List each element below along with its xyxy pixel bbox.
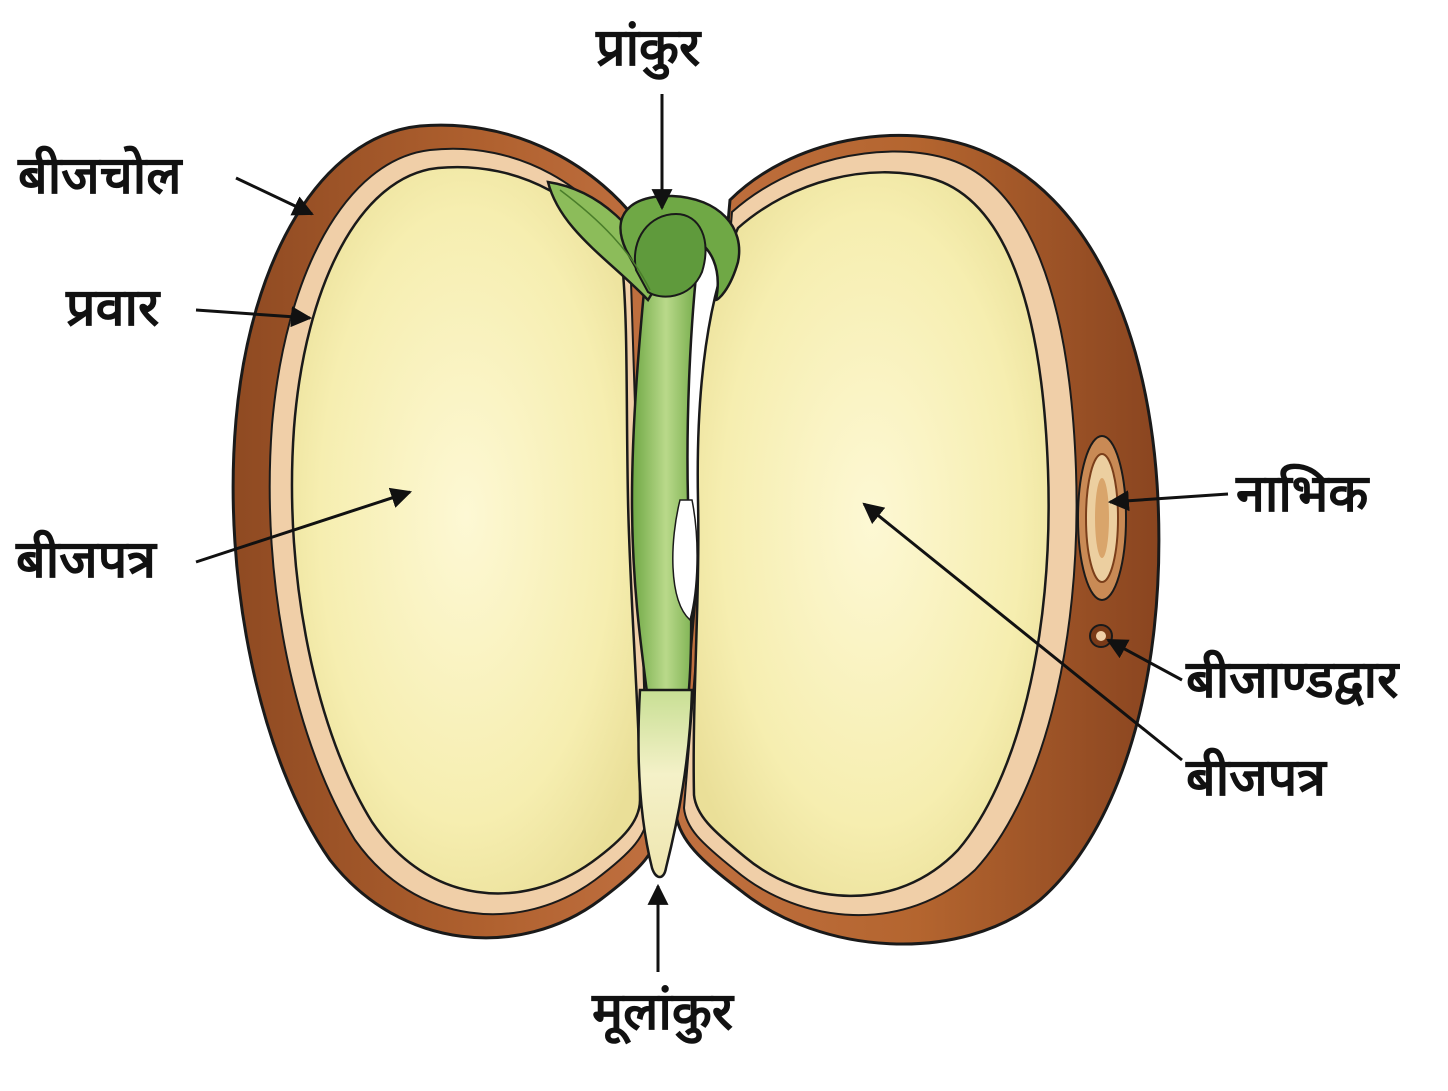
label-cotyledon-left: बीजपत्र [16, 530, 156, 590]
arrow-seed-coat [235, 176, 314, 216]
label-tegmen: प्रवार [66, 278, 160, 338]
label-cotyledon-right: बीजपत्र [1186, 748, 1326, 808]
embryo-axis [630, 238, 702, 702]
left-cotyledon [290, 165, 642, 895]
micropyle-mark [1089, 624, 1113, 648]
right-cotyledon [692, 171, 1050, 898]
label-micropyle: बीजाण्डद्वार [1186, 650, 1399, 710]
arrow-tegmen [195, 306, 313, 328]
plumule-vein [559, 189, 651, 291]
arrow-micropyle [1106, 638, 1183, 682]
label-plumule: प्रांकुर [596, 18, 701, 78]
label-seed-coat: बीजचोल [18, 146, 182, 206]
label-radicle: मूलांकुर [592, 982, 734, 1042]
arrow-cotyledon-right [862, 502, 1183, 762]
hilum-mark [1077, 435, 1127, 601]
plumule-bud [633, 212, 707, 298]
label-hilum: नाभिक [1236, 464, 1369, 524]
cotyledon-gap [672, 499, 698, 622]
radicle-shape [637, 688, 694, 879]
arrow-hilum [1107, 490, 1229, 512]
arrow-cotyledon-left [195, 487, 412, 564]
